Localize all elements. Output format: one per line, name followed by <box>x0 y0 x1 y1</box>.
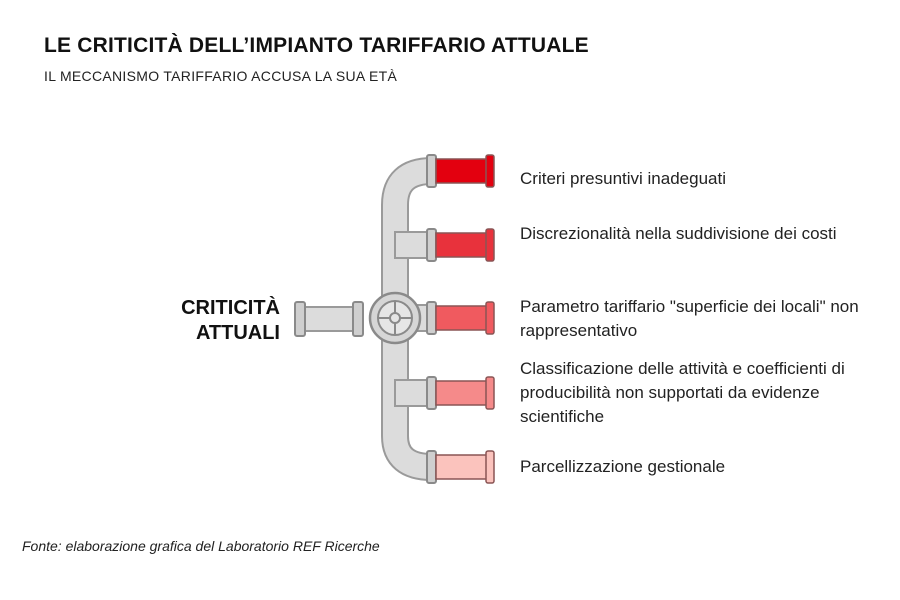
outlet-2 <box>426 228 495 262</box>
item-3: Parametro tariffario "superficie dei loc… <box>520 297 859 340</box>
item-4: Classificazione delle attività e coeffic… <box>520 359 845 426</box>
valve-icon <box>368 291 422 345</box>
center-label-line-1: CRITICITÀ <box>181 297 280 319</box>
inlet-pipe <box>294 301 364 337</box>
outlet-3 <box>426 301 495 335</box>
center-label-line-2: ATTUALI <box>195 322 280 344</box>
outlet-5 <box>426 450 495 484</box>
item-1: Criteri presuntivi inadeguati <box>520 169 726 188</box>
main-pipe-fill <box>383 159 433 479</box>
outlet-4 <box>426 376 495 410</box>
center-label: CRITICITÀ ATTUALI <box>181 296 280 346</box>
source-note: Fonte: elaborazione grafica del Laborato… <box>22 538 380 554</box>
outlet-pipes <box>426 154 495 484</box>
item-2: Discrezionalità nella suddivisione dei c… <box>520 224 837 243</box>
page-title: LE CRITICITÀ DELL’IMPIANTO TARIFFARIO AT… <box>44 34 589 57</box>
page-subtitle: IL MECCANISMO TARIFFARIO ACCUSA LA SUA E… <box>44 68 398 84</box>
item-5: Parcellizzazione gestionale <box>520 457 726 476</box>
outlet-1 <box>426 154 495 188</box>
